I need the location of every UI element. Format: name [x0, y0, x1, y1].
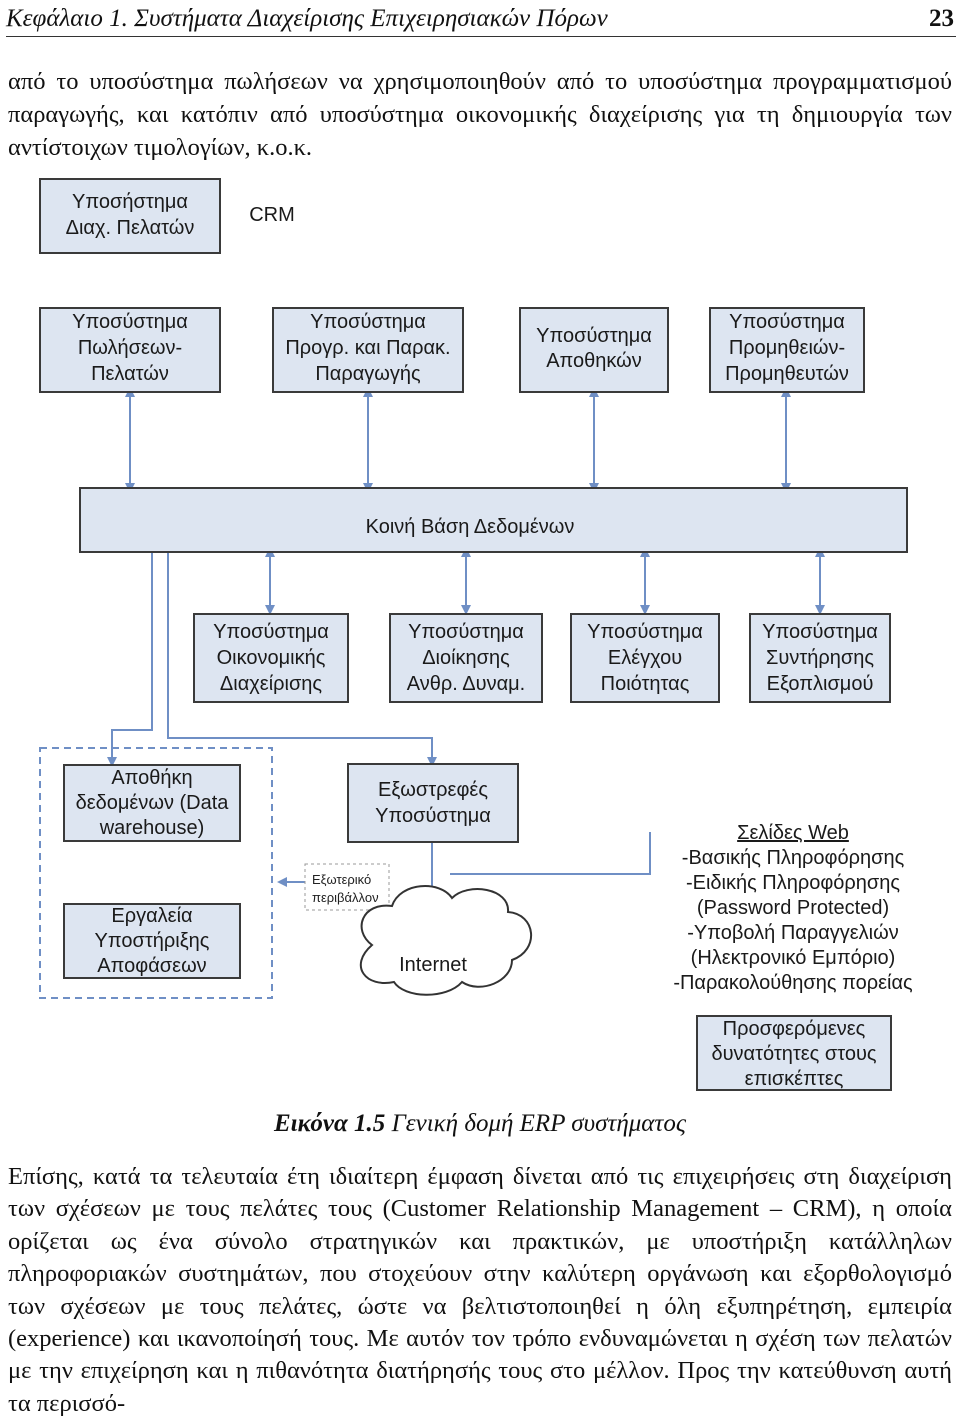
svg-text:-Ειδικής Πληροφόρησης: -Ειδικής Πληροφόρησης	[686, 872, 900, 894]
svg-text:Πωλήσεων-: Πωλήσεων-	[78, 337, 182, 359]
decision-support-box: Εργαλεία Υποστήριξης Αποφάσεων	[63, 903, 241, 979]
svg-text:δυνατότητες στους: δυνατότητες στους	[711, 1043, 876, 1065]
svg-text:Προμηθειών-: Προμηθειών-	[729, 337, 845, 359]
external-subsystem-box: Εξωστρεφές Υποσύστημα	[347, 763, 519, 843]
internet-cloud: Internet	[359, 885, 532, 996]
crm-label: CRM	[249, 204, 295, 226]
page-header: Κεφάλαιο 1. Συστήματα Διαχείρισης Επιχει…	[6, 2, 956, 37]
crm-box-line-1: Υποσήστημα	[72, 191, 188, 213]
svg-text:Υποσύστημα: Υποσύστημα	[310, 311, 426, 333]
svg-text:Προσφερόμενες: Προσφερόμενες	[723, 1018, 866, 1040]
warehouses-subsystem-box: Υποσύστημα Αποθηκών	[519, 307, 669, 393]
production-subsystem-box: Υποσύστημα Προγρ. και Παρακ. Παραγωγής	[272, 307, 464, 393]
page-number: 23	[929, 5, 954, 32]
offered-capabilities-box: Προσφερόμενες δυνατότητες στους επισκέπτ…	[696, 1015, 892, 1091]
svg-text:Internet: Internet	[399, 954, 467, 976]
svg-text:Εργαλεία: Εργαλεία	[111, 905, 192, 927]
hr-subsystem-box: Υποσύστημα Διοίκησης Ανθρ. Δυναμ.	[389, 613, 543, 703]
svg-text:Υποσύστημα: Υποσύστημα	[72, 311, 188, 333]
erp-structure-diagram: Υποσήστημα Διαχ. Πελατών CRM Υποσύστημα …	[39, 178, 913, 1091]
svg-text:Ανθρ. Δυναμ.: Ανθρ. Δυναμ.	[407, 673, 525, 695]
svg-text:warehouse): warehouse)	[99, 817, 205, 839]
quality-subsystem-box: Υποσύστημα Ελέγχου Ποιότητας	[570, 613, 720, 703]
svg-text:Υποσύστημα: Υποσύστημα	[729, 311, 845, 333]
svg-text:δεδομένων (Data: δεδομένων (Data	[76, 792, 230, 814]
svg-text:Υποσύστημα: Υποσύστημα	[408, 621, 524, 643]
body-paragraph: Επίσης, κατά τα τελευταία έτη ιδιαίτερη …	[8, 1163, 952, 1417]
svg-text:Πελατών: Πελατών	[91, 363, 169, 385]
svg-text:Κοινή Βάση Δεδομένων: Κοινή Βάση Δεδομένων	[366, 516, 575, 538]
web-pages-block: Σελίδες Web -Βασικής Πληροφόρησης -Ειδικ…	[673, 822, 913, 994]
svg-text:περιβάλλον: περιβάλλον	[312, 890, 379, 905]
figure-caption: Εικόνα 1.5 Γενική δομή ERP συστήματος	[0, 1110, 960, 1138]
svg-text:Εξωστρεφές: Εξωστρεφές	[378, 779, 488, 801]
maintenance-subsystem-box: Υποσύστημα Συντήρησης Εξοπλισμού	[749, 613, 891, 703]
svg-text:-Βασικής Πληροφόρησης: -Βασικής Πληροφόρησης	[682, 847, 905, 869]
svg-text:(Password Protected): (Password Protected)	[697, 897, 889, 919]
svg-text:Αποθηκών: Αποθηκών	[546, 350, 642, 372]
svg-text:Προγρ. και Παρακ.: Προγρ. και Παρακ.	[285, 337, 450, 359]
svg-text:Οικονομικής: Οικονομικής	[217, 647, 326, 669]
web-pages-title: Σελίδες Web	[737, 822, 849, 844]
crm-box-line-2: Διαχ. Πελατών	[66, 217, 195, 239]
svg-text:-Υποβολή Παραγγελιών: -Υποβολή Παραγγελιών	[687, 922, 898, 944]
svg-text:Διαχείρισης: Διαχείρισης	[220, 673, 323, 695]
svg-text:Αποθήκη: Αποθήκη	[111, 767, 192, 789]
svg-text:Υποσύστημα: Υποσύστημα	[536, 325, 652, 347]
svg-text:Εξοπλισμού: Εξοπλισμού	[767, 673, 874, 695]
sales-subsystem-box: Υποσύστημα Πωλήσεων- Πελατών	[39, 307, 221, 393]
svg-text:επισκέπτες: επισκέπτες	[745, 1068, 844, 1090]
svg-text:Υποσύστημα: Υποσύστημα	[375, 805, 491, 827]
svg-text:Παραγωγής: Παραγωγής	[315, 363, 421, 385]
figure-label: Εικόνα 1.5	[273, 1110, 386, 1137]
svg-text:Υποστήριξης: Υποστήριξης	[95, 930, 210, 952]
svg-text:(Ηλεκτρονικό Εμπόριο): (Ηλεκτρονικό Εμπόριο)	[691, 947, 896, 969]
svg-text:Υποσύστημα: Υποσύστημα	[213, 621, 329, 643]
procurement-subsystem-box: Υποσύστημα Προμηθειών- Προμηθευτών	[709, 307, 865, 393]
crm-subsystem-box: Υποσήστημα Διαχ. Πελατών	[39, 178, 221, 254]
svg-text:Ελέγχου: Ελέγχου	[608, 647, 682, 669]
svg-text:Ποιότητας: Ποιότητας	[601, 673, 690, 695]
svg-text:Υποσύστημα: Υποσύστημα	[587, 621, 703, 643]
svg-text:-Παρακολούθησης πορείας: -Παρακολούθησης πορείας	[673, 972, 913, 994]
finance-subsystem-box: Υποσύστημα Οικονομικής Διαχείρισης	[193, 613, 349, 703]
svg-text:Διοίκησης: Διοίκησης	[422, 647, 510, 669]
svg-text:Προμηθευτών: Προμηθευτών	[725, 363, 849, 385]
svg-text:Αποφάσεων: Αποφάσεων	[97, 955, 206, 977]
svg-text:Συντήρησης: Συντήρησης	[766, 647, 874, 669]
svg-text:Εξωτερικό: Εξωτερικό	[312, 872, 371, 887]
running-title: Κεφάλαιο 1. Συστήματα Διαχείρισης Επιχει…	[6, 5, 608, 32]
external-environment-label: Εξωτερικό περιβάλλον	[304, 863, 390, 911]
figure-caption-text: Γενική δομή ERP συστήματος	[385, 1110, 687, 1137]
intro-paragraph: από το υποσύστημα πωλήσεων να χρησιμοποι…	[8, 68, 952, 161]
svg-text:Υποσύστημα: Υποσύστημα	[762, 621, 878, 643]
common-database-box: Κοινή Βάση Δεδομένων	[79, 487, 908, 553]
data-warehouse-box: Αποθήκη δεδομένων (Data warehouse)	[63, 764, 241, 842]
